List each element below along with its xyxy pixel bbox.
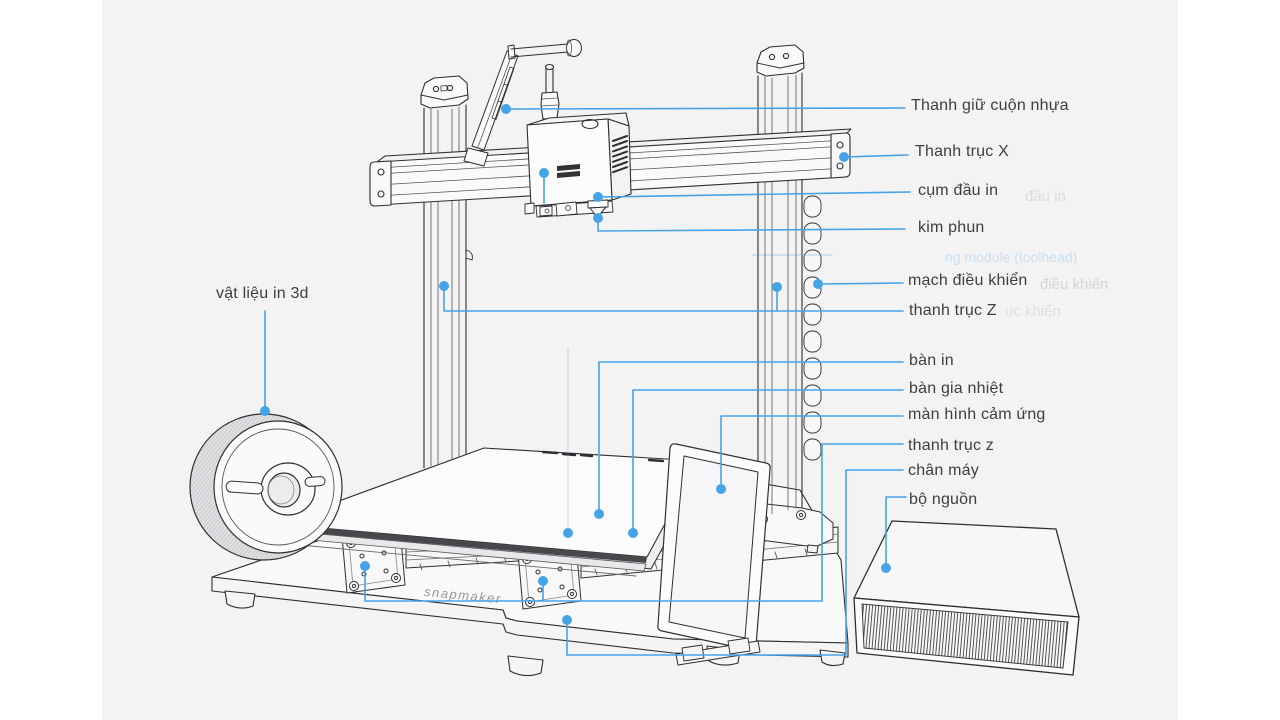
ghost-label: ục khiển [1005,303,1061,320]
label-print-sheet: bàn in [909,352,954,369]
vent-slats [612,135,628,174]
label-filament-spool-holder: Thanh giữ cuộn nhựa [911,97,1069,114]
leader-controller [817,282,904,285]
leader-dot [562,615,572,625]
leader-dot [260,406,270,416]
label-heated-bed: bàn gia nhiệt [909,380,1004,397]
leader-dot [538,576,548,586]
spool-holder-arm [463,39,582,167]
leader-dot [539,168,549,178]
label-touchscreen: màn hình cảm ứng [908,406,1046,423]
leader-dot [772,282,782,292]
leader-z-axis [443,285,904,312]
leader-heated-bed [632,389,904,534]
label-nozzle: kim phun [918,219,985,236]
print-head-module [524,63,632,220]
ghost-label: điều khiển [1040,276,1109,293]
leader-dot [628,528,638,538]
controller-connectors [803,195,822,461]
leader-print-head [597,191,911,198]
leader-print-sheet [598,361,904,515]
leader-x-axis [843,154,909,158]
leader-nozzle [597,217,906,232]
power-supply-unit [853,520,1080,676]
leader-touchscreen [720,415,904,490]
leader-dot [360,561,370,571]
filament-spool [189,413,343,561]
label-x-axis: Thanh trục X [915,143,1010,160]
leader-dot [594,509,604,519]
leader-dot [881,563,891,573]
leader-dot [813,279,823,289]
label-power-supply: bộ nguồn [909,491,978,508]
left-margin [0,0,102,720]
leader-dot [839,152,849,162]
label-machine-base: chân máy [908,462,979,479]
leader-dot [716,484,726,494]
leader-dot [563,528,573,538]
label-controller: mạch điều khiển [908,272,1028,289]
print-bed [269,447,708,577]
leader-base [566,469,904,656]
label-y-axis: thanh trục z [908,437,995,454]
touchscreen [657,443,771,666]
leader-power-supply [885,496,907,569]
leader-dot [593,192,603,202]
leader-spool-holder [505,107,906,110]
leader-dot [501,104,511,114]
right-margin [1178,0,1280,720]
label-print-head: cụm đầu in [918,182,999,199]
leader-lines [264,107,911,656]
label-filament: vật liệu in 3d [216,285,309,302]
leader-dots [260,104,891,625]
label-z-axis-upper: thanh trục Z [909,302,997,319]
leader-dot [439,281,449,291]
ghost-label: đầu in [1025,188,1066,205]
ghost-label: ng module (toolhead) [945,249,1078,265]
leader-dot [593,213,603,223]
